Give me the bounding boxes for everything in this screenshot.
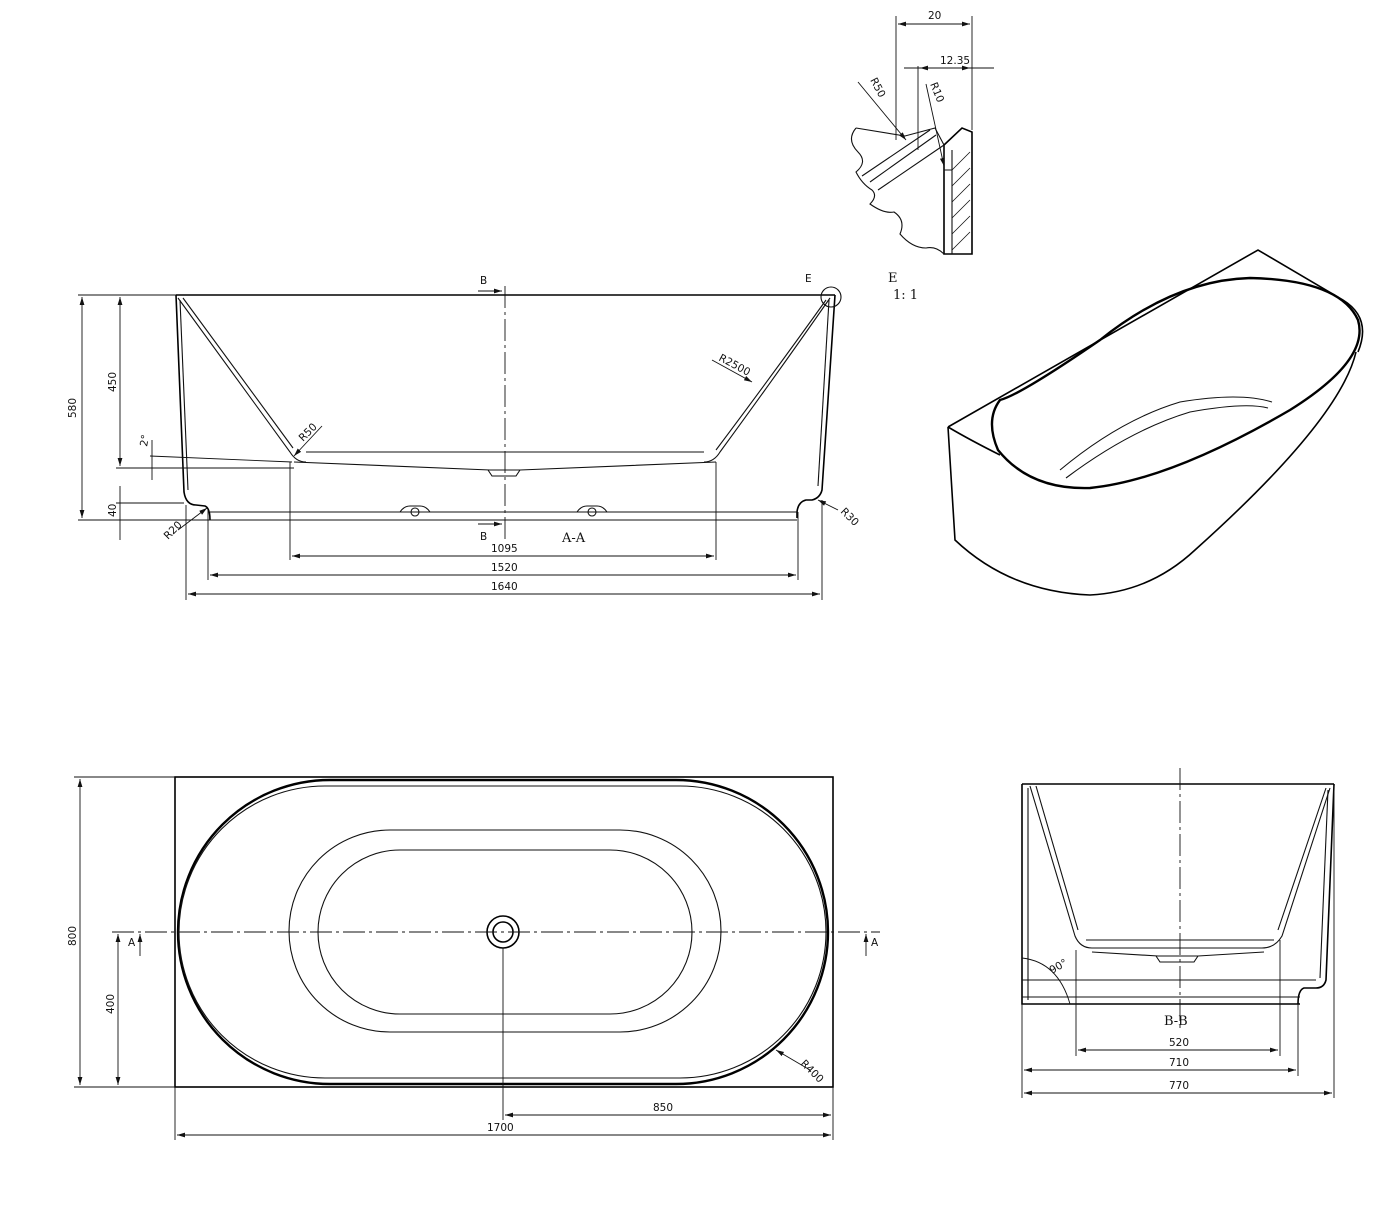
bb-dim-710: 710: [1169, 1057, 1189, 1069]
angle-2: 2°: [138, 434, 152, 448]
bb-basin-floor-2: [1091, 951, 1265, 957]
inner-basin-left-2: [182, 297, 294, 449]
plan-basin-inner: [317, 849, 693, 1015]
plan-marker-a-left: A: [128, 937, 136, 949]
detail-e-scale: 1: 1: [893, 288, 918, 303]
r2500-label: R2500: [717, 352, 753, 379]
bb-angle-arc: [1021, 957, 1071, 1005]
detail-rim-top: [855, 127, 945, 146]
iso-basin-floor-1: [1059, 396, 1273, 471]
r20-leader: [177, 507, 208, 531]
inner-basin-left: [177, 297, 307, 463]
dim-1640: 1640: [491, 581, 518, 593]
r2500-leader: [711, 359, 753, 383]
bb-dim-520: 520: [1169, 1037, 1189, 1049]
base-foot-left: [399, 505, 431, 513]
detail-r10-leader: [925, 83, 945, 167]
detail-r50-leader: [857, 81, 907, 141]
plan-rim-inner: [178, 785, 827, 1079]
outer-wall-right: [796, 294, 836, 518]
inner-basin-right: [703, 297, 831, 463]
plan-dim-1700: 1700: [487, 1122, 514, 1134]
iso-top-edge: [947, 249, 1364, 428]
iso-left-corner: [947, 426, 1001, 456]
r30-leader: [817, 499, 839, 511]
outer-wall-inner-left: [179, 299, 189, 491]
plan-dim-850: 850: [653, 1102, 673, 1114]
r30-label: R30: [838, 506, 861, 529]
detail-dim-1235: 12.35: [940, 55, 970, 67]
detail-e-view: 20 12.35 R50 R10 E 1: 1: [850, 10, 994, 303]
dim-40: 40: [107, 504, 119, 517]
plan-dim-800: 800: [67, 926, 79, 946]
bb-inner-right-wall: [1319, 789, 1329, 979]
bb-angle: 90°: [1048, 957, 1070, 977]
dim-1520: 1520: [491, 562, 518, 574]
detail-marker-e: E: [805, 273, 812, 285]
bb-outer-left: [1021, 784, 1300, 1005]
plan-view: A A 800 400 850 1700 R400: [67, 776, 880, 1140]
plan-marker-a-right: A: [871, 937, 879, 949]
detail-marker-circle: [820, 286, 842, 308]
bb-dim-770: 770: [1169, 1080, 1189, 1092]
r50-label: R50: [297, 421, 320, 444]
bb-basin-inner: [1035, 785, 1327, 931]
iso-outer-body: [947, 351, 1357, 596]
plan-r400: R400: [798, 1058, 826, 1086]
detail-dim-20: 20: [928, 10, 941, 22]
r50-leader: [293, 425, 323, 457]
plan-rim-oval: [176, 778, 830, 1086]
section-aa-label: A-A: [561, 531, 586, 546]
bb-basin-outer: [1029, 785, 1331, 949]
detail-wall-outline: [943, 127, 973, 255]
plan-dim-400: 400: [105, 994, 117, 1014]
section-bb-view: 90° B-B 520 710 770: [1021, 768, 1335, 1098]
detail-e-label: E: [888, 271, 898, 286]
outer-wall-inner-right: [817, 299, 830, 487]
dim-450: 450: [107, 372, 119, 392]
section-bb-label: B-B: [1164, 1014, 1188, 1029]
drain-outlet: [487, 469, 521, 477]
section-aa-view: B B E 580 450 40 2° R20 R30 R50 R2500 10…: [67, 273, 861, 600]
base-plate: [210, 511, 797, 521]
plan-r400-leader: [775, 1049, 811, 1071]
detail-rim-bands: [861, 129, 945, 191]
base-bolt-right: [587, 507, 597, 517]
detail-hatching: [951, 151, 971, 251]
isometric-view: [947, 249, 1364, 596]
dim-580: 580: [67, 398, 79, 418]
dim-1095: 1095: [491, 543, 518, 555]
cut-label-b-top: B: [480, 275, 487, 287]
detail-r50: R50: [867, 76, 887, 100]
detail-inner-corner: [943, 145, 952, 171]
outer-wall-left: [175, 294, 211, 521]
detail-break-line: [850, 127, 945, 255]
angle-2-ref: [149, 455, 293, 463]
base-bolt-left: [410, 507, 420, 517]
iso-basin-floor-2: [1065, 405, 1269, 479]
bb-outer-right: [1297, 783, 1335, 1005]
inner-basin-right-2: [715, 299, 827, 451]
base-foot-right: [576, 505, 608, 513]
cut-label-b-bottom: B: [480, 531, 487, 543]
iso-rim-oval: [990, 276, 1361, 490]
r20-label: R20: [162, 519, 185, 542]
bb-drain: [1155, 955, 1199, 963]
plan-basin-outer: [288, 829, 722, 1033]
